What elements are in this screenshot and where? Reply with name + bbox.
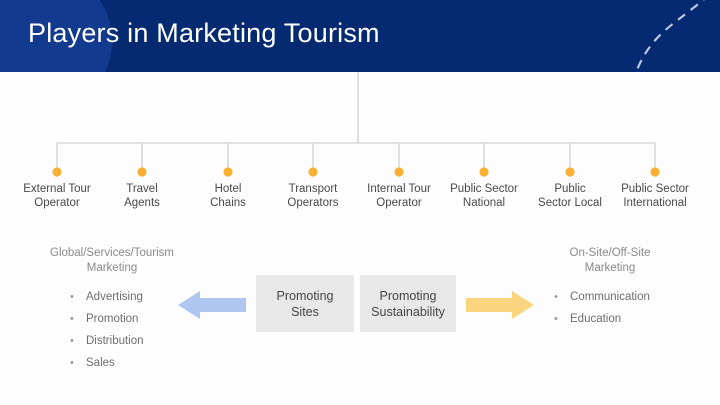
bottom-section: Global/Services/Tourism Marketing Advert…	[0, 238, 720, 378]
box-label-line1: Promoting	[276, 288, 334, 303]
list-item: Communication	[552, 286, 650, 308]
tree-node-travel-agents: Travel Agents	[94, 182, 190, 210]
list-item: Education	[552, 308, 650, 330]
list-item: Distribution	[68, 330, 144, 352]
left-bullet-list: Advertising Promotion Distribution Sales	[68, 286, 144, 374]
tree-node-label-line1: Public Sector	[450, 183, 518, 195]
left-heading-line1: Global/Services/Tourism	[50, 247, 174, 259]
tree-node-label-line1: Travel	[126, 183, 158, 195]
left-column-heading: Global/Services/Tourism Marketing	[22, 246, 202, 276]
tree-node-label-line2: Chains	[210, 197, 246, 209]
tree-node-label-line2: Agents	[124, 197, 160, 209]
right-arrow-icon	[466, 291, 534, 319]
tree-node-transport-operators: Transport Operators	[265, 182, 361, 210]
tree-node-label-line2: Operator	[34, 197, 80, 209]
right-bullet-list: Communication Education	[552, 286, 650, 330]
tree-node-label-line1: Public	[554, 183, 586, 195]
page-title: Players in Marketing Tourism	[28, 18, 380, 48]
box-label-line2: Sustainability	[371, 304, 445, 319]
box-label-line2: Sites	[291, 304, 319, 319]
promoting-sustainability-box: Promoting Sustainability	[360, 275, 456, 332]
tree-node-public-sector-local: Public Sector Local	[522, 182, 618, 210]
left-arrow-icon	[178, 291, 246, 319]
tree-node-label-line2: Operator	[376, 197, 422, 209]
tree-node-public-sector-national: Public Sector National	[436, 182, 532, 210]
box-label-line1: Promoting	[379, 288, 437, 303]
dashed-curve-decoration	[635, 0, 705, 72]
tree-node-public-sector-international: Public Sector International	[607, 182, 703, 210]
tree-connectors	[52, 72, 660, 177]
tree-node-label-line2: Operators	[287, 197, 339, 209]
tree-node-label-line2: National	[462, 197, 506, 209]
slide-header: Players in Marketing Tourism	[0, 0, 720, 72]
list-item: Advertising	[68, 286, 144, 308]
tree-node-label-line1: Public Sector	[621, 183, 689, 195]
list-item: Promotion	[68, 308, 144, 330]
tree-node-hotel-chains: Hotel Chains	[180, 182, 276, 210]
tree-node-label-line2: Sector Local	[538, 197, 602, 209]
promoting-sites-box: Promoting Sites	[256, 275, 354, 332]
tree-node-label-line2: International	[623, 197, 687, 209]
right-column-heading: On-Site/Off-Site Marketing	[520, 246, 700, 276]
left-heading-line2: Marketing	[86, 262, 138, 274]
tree-node-external-tour-operator: External Tour Operator	[9, 182, 105, 210]
tree-node-internal-tour-operator: Internal Tour Operator	[351, 182, 447, 210]
list-item: Sales	[68, 352, 144, 374]
right-heading-line1: On-Site/Off-Site	[569, 247, 651, 259]
tree-node-label-line1: Hotel	[214, 183, 242, 195]
tree-node-label-line1: External Tour	[23, 183, 91, 195]
corner-circle-decoration	[0, 0, 112, 72]
right-heading-line2: Marketing	[584, 262, 636, 274]
tree-node-label-line1: Internal Tour	[367, 183, 431, 195]
tree-node-label-line1: Transport	[288, 183, 338, 195]
